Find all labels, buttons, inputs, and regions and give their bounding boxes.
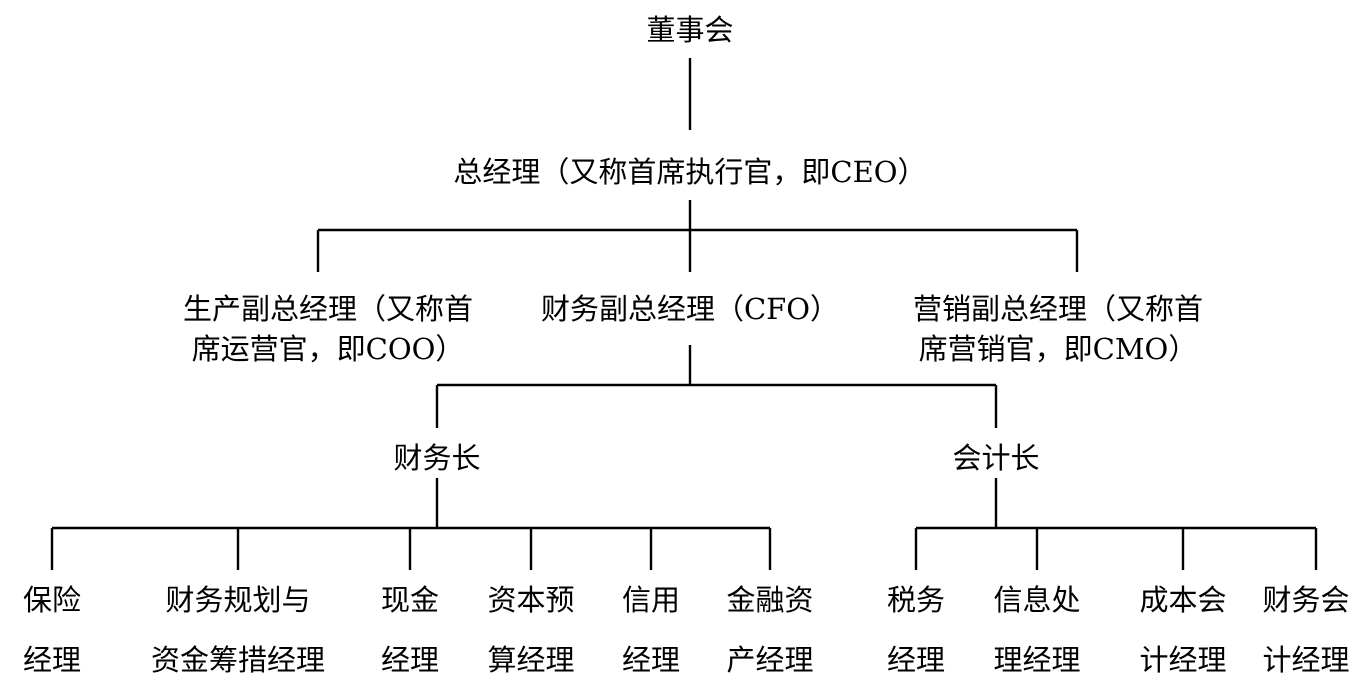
node-label-line2: 计经理: [1262, 643, 1350, 677]
node-cfo: 财务副总经理（CFO）: [530, 289, 850, 329]
node-label-line1: 财务规划与: [165, 583, 311, 617]
node-coo: 生产副总经理（又称首 席运营官，即COO）: [158, 289, 498, 369]
node-label-line2: 经理: [22, 643, 81, 677]
node-label-line1: 成本会: [1139, 583, 1227, 617]
node-credit-manager: 信用 经理: [601, 570, 701, 688]
node-label-line1: 信息处: [993, 583, 1081, 617]
node-label: 董事会: [646, 13, 734, 47]
node-label-line2: 算经理: [487, 643, 575, 677]
node-label-line2: 产经理: [726, 643, 814, 677]
node-label-line2: 计经理: [1139, 643, 1227, 677]
node-label: 总经理（又称首席执行官，即CEO）: [453, 155, 927, 189]
node-label-line1: 现金: [380, 583, 439, 617]
node-financial-accounting-manager: 财务会 计经理: [1246, 570, 1366, 688]
node-label: 会计长: [952, 441, 1040, 475]
node-label-line1: 生产副总经理（又称首: [182, 292, 473, 326]
node-label-line2: 理经理: [993, 643, 1081, 677]
node-capital-budget-manager: 资本预 算经理: [466, 570, 596, 688]
node-tax-manager: 税务 经理: [866, 570, 966, 688]
node-label-line1: 营销副总经理（又称首: [912, 292, 1203, 326]
node-label-line1: 信用: [621, 583, 680, 617]
node-controller: 会计长: [916, 438, 1076, 478]
node-cash-manager: 现金 经理: [360, 570, 460, 688]
node-label-line1: 金融资: [726, 583, 814, 617]
node-treasurer: 财务长: [357, 438, 517, 478]
node-label-line2: 席营销官，即CMO）: [918, 332, 1198, 366]
node-financial-planning-manager: 财务规划与 资金筹措经理: [118, 570, 358, 688]
node-label-line2: 经理: [621, 643, 680, 677]
node-label-line1: 税务: [886, 583, 945, 617]
node-cmo: 营销副总经理（又称首 席营销官，即CMO）: [888, 289, 1228, 369]
node-label-line2: 经理: [380, 643, 439, 677]
node-label-line1: 资本预: [487, 583, 575, 617]
node-label-line2: 席运营官，即COO）: [191, 332, 465, 366]
node-label: 财务副总经理（CFO）: [540, 292, 840, 326]
node-insurance-manager: 保险 经理: [2, 570, 102, 688]
node-label: 财务长: [393, 441, 481, 475]
node-ceo: 总经理（又称首席执行官，即CEO）: [390, 152, 990, 192]
node-info-processing-manager: 信息处 理经理: [972, 570, 1102, 688]
node-cost-accounting-manager: 成本会 计经理: [1118, 570, 1248, 688]
node-board: 董事会: [590, 10, 790, 50]
node-financial-asset-manager: 金融资 产经理: [705, 570, 835, 688]
node-label-line1: 财务会: [1262, 583, 1350, 617]
node-label-line2: 资金筹措经理: [150, 643, 325, 677]
node-label-line1: 保险: [22, 583, 81, 617]
node-label-line2: 经理: [886, 643, 945, 677]
